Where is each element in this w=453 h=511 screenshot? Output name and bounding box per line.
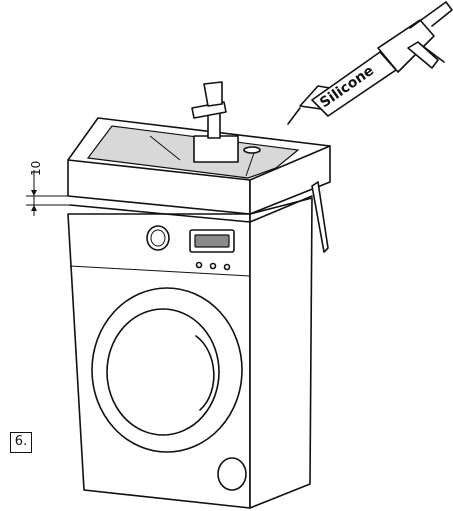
- gap-dimension: 10: [26, 161, 70, 216]
- display-screen: [194, 234, 230, 248]
- machine-base-line: [83, 489, 251, 509]
- step-number: 6.: [10, 432, 32, 453]
- control-panel-divider: [69, 265, 251, 277]
- door-handle: [195, 335, 215, 411]
- control-button: [195, 261, 203, 269]
- faucet: [191, 81, 261, 163]
- bowl-edge: [149, 135, 181, 161]
- control-button: [223, 263, 231, 271]
- program-knob: [146, 225, 170, 251]
- dimension-arrow: [31, 205, 37, 211]
- gun-plunger-rod: [409, 1, 453, 29]
- sink-bottom-edge-side: [249, 195, 313, 223]
- faucet-lever: [203, 81, 223, 107]
- faucet-drain: [243, 146, 261, 154]
- gun-frame: [377, 19, 435, 73]
- faucet-base-block: [193, 135, 239, 163]
- program-knob-inner: [150, 229, 166, 247]
- gun-handle: [419, 43, 445, 63]
- filter-hatch: [217, 457, 247, 491]
- machine-side-panel: [249, 197, 313, 509]
- washing-machine: [67, 197, 313, 509]
- gun-trigger: [407, 41, 439, 69]
- sink-side-face: [249, 145, 331, 215]
- sink-bowl: [86, 125, 300, 179]
- dimension-value: 10: [29, 161, 43, 176]
- dimension-arrow: [31, 190, 37, 196]
- bowl-edge: [245, 149, 256, 177]
- control-button: [209, 262, 217, 270]
- silicone-gun: Silicone: [287, 1, 453, 125]
- silicone-nozzle: [287, 107, 301, 125]
- door-glass: [106, 308, 220, 436]
- sink-bottom-edge: [69, 204, 251, 223]
- sink-bracket: [311, 181, 329, 253]
